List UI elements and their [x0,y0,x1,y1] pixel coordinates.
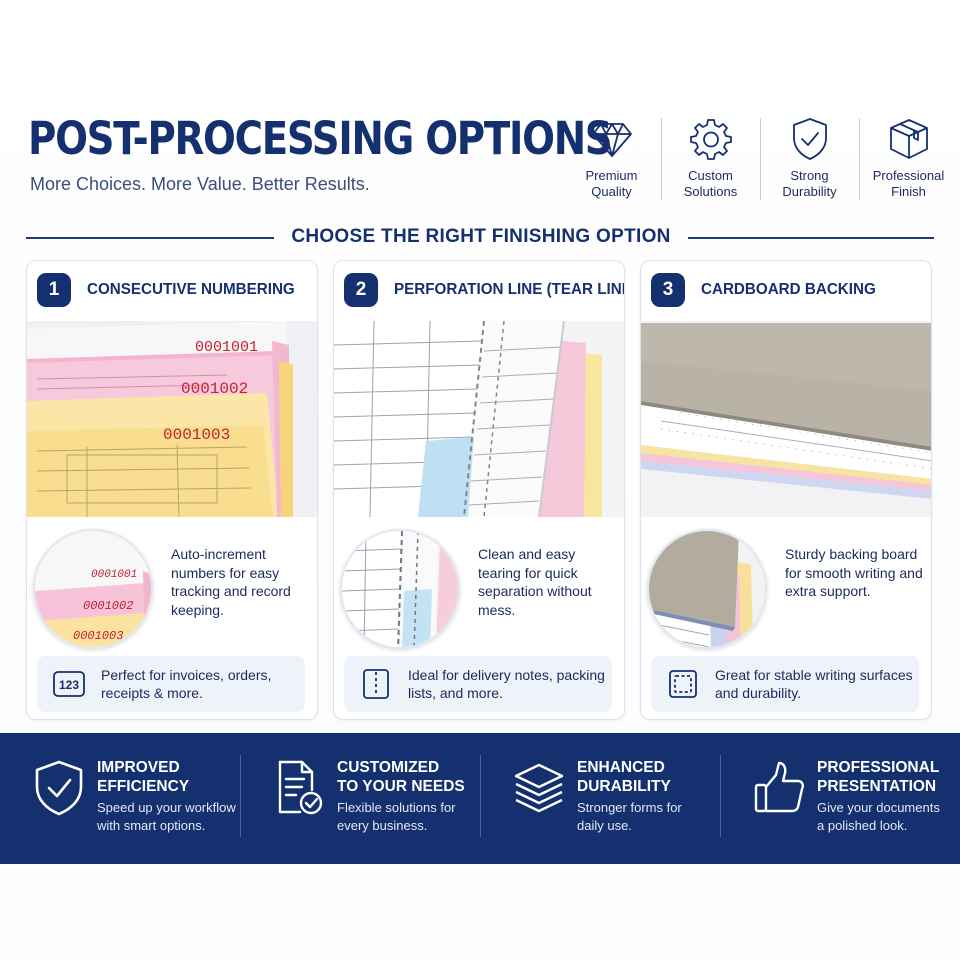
page-subtitle: More Choices. More Value. Better Results… [30,174,370,194]
feature-premium-quality: Premium Quality [562,112,661,202]
benefit-enhanced-durability: ENHANCED DURABILITY Stronger forms for d… [480,733,720,864]
photo-number-label: 0001001 [195,339,258,356]
numbering-closeup: 0001001 0001002 0001003 [33,529,153,649]
benefit-professional-presentation: PROFESSIONAL PRESENTATION Give your docu… [720,733,960,864]
card-tip: Great for stable writing surfaces and du… [651,656,919,712]
card-number-badge: 2 [344,273,378,307]
card-consecutive-numbering: 1 CONSECUTIVE NUMBERING 0001001 [26,260,318,720]
card-tip: Ideal for delivery notes, packing lists,… [344,656,612,712]
feature-label: Premium Quality [585,168,638,199]
card-cardboard-backing: 3 CARDBOARD BACKING [640,260,932,720]
card-number-badge: 1 [37,273,71,307]
number-sequence-icon: 123 [53,671,85,697]
benefit-description: Flexible solutions for every business. [337,800,456,833]
numbered-forms-photo: 0001001 0001002 0001003 [27,321,317,517]
page-title: POST-PROCESSING OPTIONS [28,112,613,165]
thumbs-up-icon [754,761,804,813]
benefit-description: Speed up your workflow with smart option… [97,800,236,833]
feature-label: Professional Finish [872,168,945,199]
benefits-band: IMPROVED EFFICIENCY Speed up your workfl… [0,733,960,864]
feature-professional-finish: Professional Finish [859,112,958,202]
benefit-improved-efficiency: IMPROVED EFFICIENCY Speed up your workfl… [0,733,240,864]
card-perforation-line: 2 PERFORATION LINE (TEAR LINE) [333,260,625,720]
feature-strong-durability: Strong Durability [760,112,859,202]
cardboard-backing-photo [641,321,931,517]
shield-check-icon [35,760,83,816]
benefit-text: CUSTOMIZED TO YOUR NEEDS Flexible soluti… [337,758,479,834]
card-number-badge: 3 [651,273,685,307]
section-heading: CHOOSE THE RIGHT FINISHING OPTION [291,226,671,247]
card-description: Sturdy backing board for smooth writing … [785,546,923,599]
photo-number-label: 0001003 [163,426,230,444]
perforated-forms-photo [334,321,624,517]
heading-rule-right [688,237,934,239]
benefit-text: IMPROVED EFFICIENCY Speed up your workfl… [97,758,239,834]
card-title: PERFORATION LINE (TEAR LINE) [394,281,625,298]
card-tip-text: Great for stable writing surfaces and du… [715,667,913,701]
benefit-customized: CUSTOMIZED TO YOUR NEEDS Flexible soluti… [240,733,480,864]
card-title: CARDBOARD BACKING [701,281,876,298]
diamond-icon [591,123,632,157]
card-header: 1 CONSECUTIVE NUMBERING [37,273,306,307]
card-tip-text: Perfect for invoices, orders, receipts &… [101,667,272,701]
benefit-title: ENHANCED DURABILITY [577,759,671,795]
benefit-title: CUSTOMIZED TO YOUR NEEDS [337,759,465,795]
perforation-closeup [340,529,460,649]
svg-text:123: 123 [59,678,79,692]
benefit-description: Stronger forms for daily use. [577,800,682,833]
backing-board-icon [669,670,697,698]
benefit-text: PROFESSIONAL PRESENTATION Give your docu… [817,758,959,834]
card-header: 2 PERFORATION LINE (TEAR LINE) [344,273,625,307]
benefit-title: IMPROVED EFFICIENCY [97,759,190,795]
photo-number-label: 0001002 [181,380,248,398]
heading-rule-left [26,237,274,239]
benefit-text: ENHANCED DURABILITY Stronger forms for d… [577,758,719,834]
card-tip-text: Ideal for delivery notes, packing lists,… [408,667,605,701]
shield-check-icon [792,118,827,160]
gear-icon [689,119,732,160]
card-description: Auto-increment numbers for easy tracking… [171,546,291,618]
svg-text:0001002: 0001002 [83,599,133,613]
benefit-description: Give your documents a polished look. [817,800,940,833]
feature-strip: Premium Quality Custom Solutions Strong … [562,112,958,202]
svg-text:0001003: 0001003 [73,629,123,643]
box-icon [889,119,928,159]
layers-icon [514,763,564,813]
feature-label: Custom Solutions [683,168,738,199]
card-header: 3 CARDBOARD BACKING [651,273,885,307]
document-check-icon [278,760,323,815]
svg-text:0001001: 0001001 [91,569,137,581]
card-tip: 123 Perfect for invoices, orders, receip… [37,656,305,712]
tear-line-icon [363,669,389,699]
benefit-title: PROFESSIONAL PRESENTATION [817,759,940,795]
card-description: Clean and easy tearing for quick separat… [478,546,592,618]
feature-custom-solutions: Custom Solutions [661,112,760,202]
feature-label: Strong Durability [782,168,837,199]
card-title: CONSECUTIVE NUMBERING [87,281,295,298]
cardboard-closeup [647,529,767,649]
